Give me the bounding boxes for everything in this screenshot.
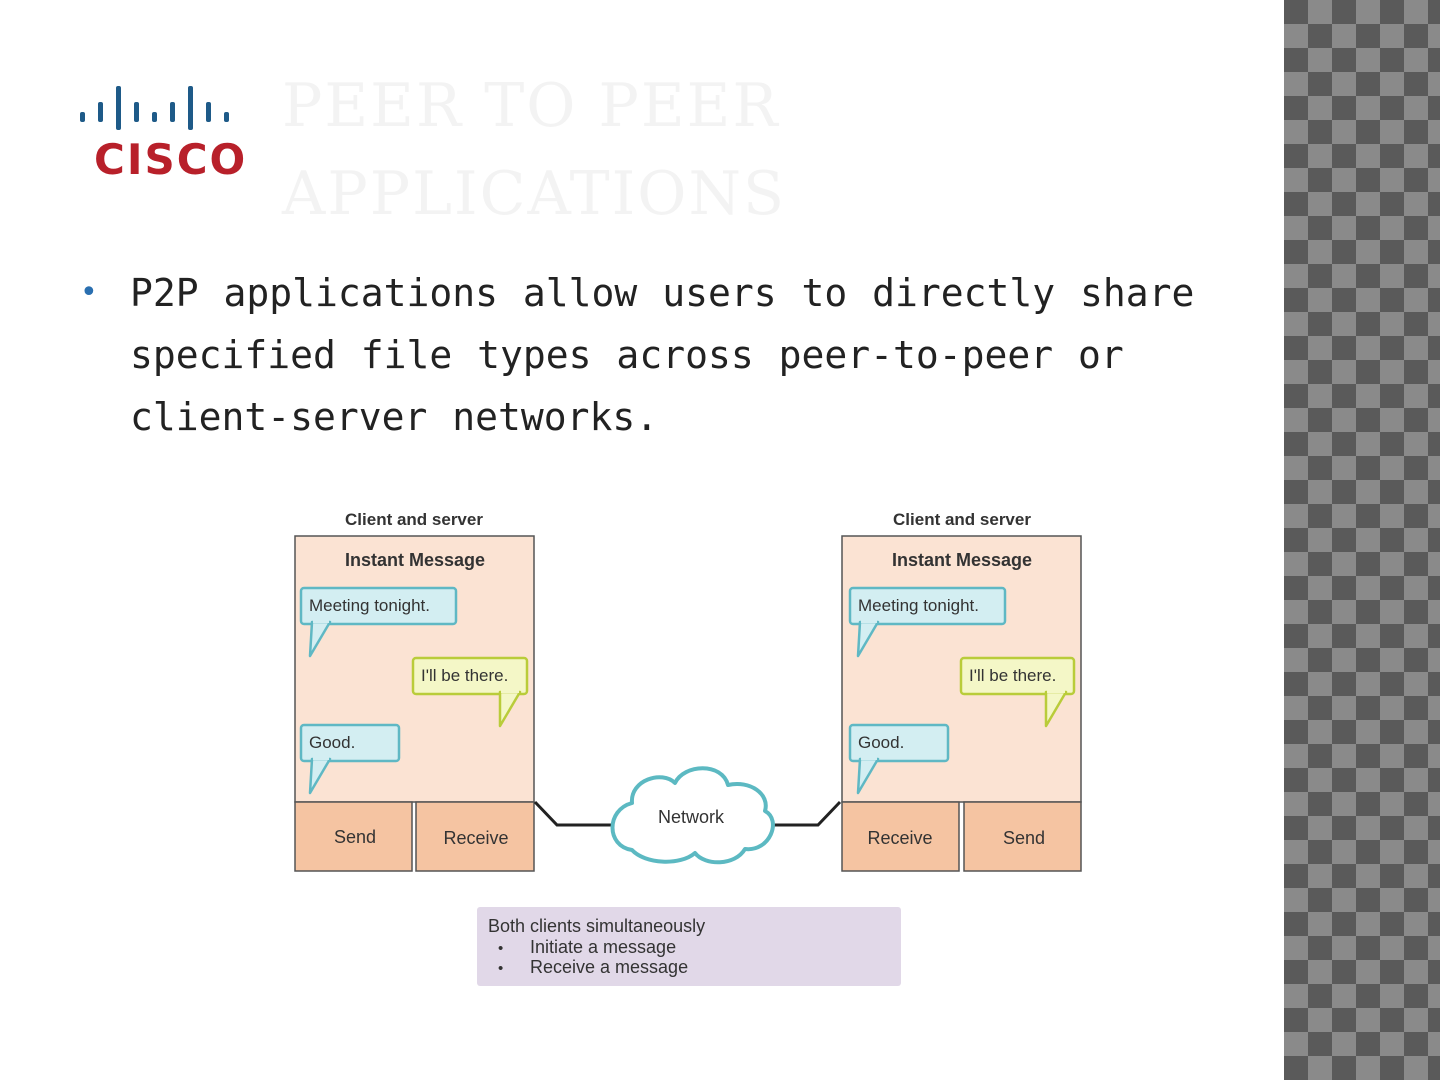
- cisco-logo-icon: CISCO: [80, 86, 247, 184]
- note-bullet-icon: •: [498, 960, 503, 977]
- left-receive-label: Receive: [443, 828, 508, 848]
- network-label: Network: [658, 807, 725, 827]
- note-title: Both clients simultaneously: [488, 916, 705, 936]
- left-msg-2: I'll be there.: [421, 666, 508, 685]
- p2p-diagram: Client and server Instant Message Meetin…: [294, 510, 1082, 986]
- note-bullet-icon: •: [498, 940, 503, 957]
- right-msg-3: Good.: [858, 733, 904, 752]
- left-msg-3: Good.: [309, 733, 355, 752]
- left-send-label: Send: [334, 827, 376, 847]
- right-bubble-there: I'll be there.: [959, 656, 1076, 728]
- note-item-2: Receive a message: [530, 957, 688, 977]
- left-bubble-meeting: Meeting tonight.: [299, 586, 458, 658]
- left-client-heading: Client and server: [345, 510, 483, 529]
- right-bubble-good: Good.: [848, 723, 950, 795]
- right-im-title: Instant Message: [892, 550, 1032, 570]
- right-client: Client and server Instant Message Meetin…: [841, 510, 1082, 872]
- title-line-1: PEER TO PEER: [282, 71, 780, 141]
- bullet-text: P2P applications allow users to directly…: [130, 271, 1195, 439]
- bullet-point: • P2P applications allow users to direct…: [80, 262, 1230, 448]
- left-bubble-there: I'll be there.: [411, 656, 529, 728]
- svg-text:CISCO: CISCO: [94, 135, 247, 184]
- right-receive-label: Receive: [867, 828, 932, 848]
- network-cloud-icon: Network: [610, 766, 775, 865]
- left-send-button[interactable]: [294, 801, 413, 872]
- left-receive-button[interactable]: [415, 801, 535, 872]
- note-box-background: [477, 907, 901, 986]
- right-msg-2: I'll be there.: [969, 666, 1056, 685]
- right-bubble-meeting: Meeting tonight.: [848, 586, 1007, 658]
- left-msg-1: Meeting tonight.: [309, 596, 430, 615]
- right-link-line: [768, 800, 842, 827]
- right-msg-1: Meeting tonight.: [858, 596, 979, 615]
- left-link-line: [533, 800, 612, 827]
- decorative-side-strip: [1284, 0, 1440, 1080]
- title-line-2: APPLICATIONS: [282, 159, 787, 229]
- left-im-title: Instant Message: [345, 550, 485, 570]
- right-send-label: Send: [1003, 828, 1045, 848]
- right-client-heading: Client and server: [893, 510, 1031, 529]
- note-box: Both clients simultaneously • Initiate a…: [477, 907, 901, 986]
- bullet-dot-icon: •: [80, 275, 98, 310]
- left-client: Client and server Instant Message Meetin…: [294, 510, 535, 872]
- left-bubble-good: Good.: [299, 723, 401, 795]
- right-send-button[interactable]: [963, 801, 1082, 872]
- note-item-1: Initiate a message: [530, 937, 676, 957]
- slide-title: PEER TO PEER APPLICATIONS: [282, 62, 842, 238]
- right-receive-button[interactable]: [841, 801, 960, 872]
